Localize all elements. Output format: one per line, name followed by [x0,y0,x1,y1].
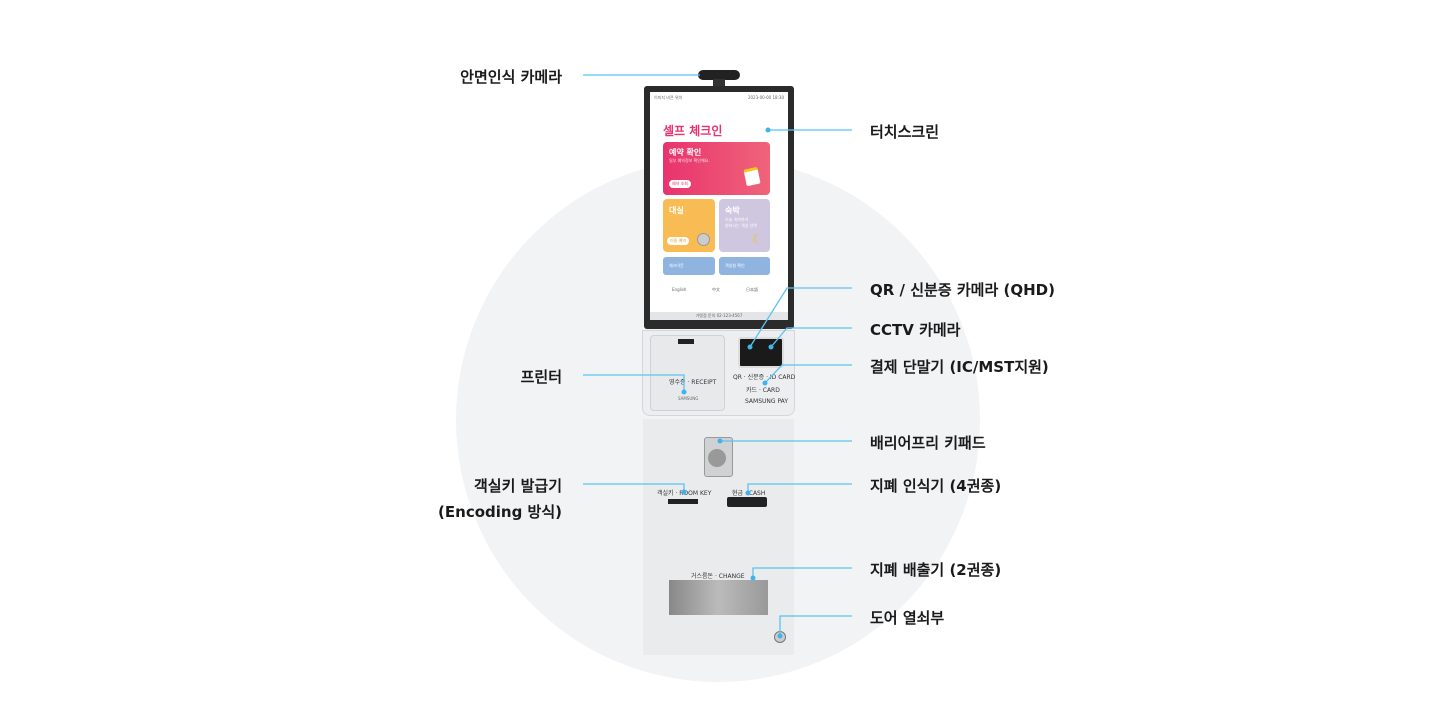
label-cctv: CCTV 카메라 [870,321,961,339]
cash-label: 현금 · CASH [732,490,766,497]
label-roomkey-method: (Encoding 방식) [438,503,562,521]
label-payment: 결제 단말기 (IC/MST지원) [870,358,1049,376]
qr-id-label: QR · 신분증 · ID CARD [733,374,796,381]
calendar-icon [743,166,761,187]
label-cash-in: 지폐 인식기 (4권종) [870,477,1002,495]
label-cash-out: 지폐 배출기 (2권종) [870,561,1002,579]
screen-footer: 가맹점 문의 02-123-4567 [650,312,788,320]
reservation-card[interactable]: 예약 확인 일부 예약정보 확인해요. 예약 조회 [663,142,770,195]
door-lock-icon [774,631,786,643]
label-roomkey: 객실키 발급기 [473,477,562,495]
stay-title: 숙박 [725,206,740,215]
printer-slot [678,339,694,344]
card-label: 카드 · CARD [746,387,780,394]
lang-japanese[interactable]: 日本語 [746,287,758,292]
dayuse-card[interactable]: 대실 이용 예약 [663,199,715,252]
dayuse-title: 대실 [669,206,684,215]
lang-chinese[interactable]: 中文 [712,287,720,292]
cash-slot [727,497,767,507]
printer-panel [650,335,725,411]
face-camera [698,70,740,80]
label-face-camera: 안면인식 카메라 [460,68,562,86]
samsung-pay-label: SAMSUNG PAY [745,398,788,405]
clock-icon [697,233,710,246]
label-printer: 프린터 [520,368,562,386]
label-door: 도어 열쇠부 [870,609,945,627]
label-keypad: 배리어프리 키패드 [870,434,986,452]
reservation-title: 예약 확인 [669,148,702,157]
status-left: 이미지 비콘 위치 [654,95,683,100]
receipt-label: 영수증 · RECEIPT [669,379,717,386]
status-right: 2023-00-00 18:30 [747,95,784,100]
printer-brand: SAMSUNG [678,396,699,401]
stay-desc: 오늘 숙박하기 원하시는 객실 선택 [725,217,757,228]
camera-window [738,337,784,368]
label-touchscreen: 터치스크린 [870,123,940,141]
room-check-button[interactable]: 객실청 확인 [719,257,770,275]
room-key-slot [668,499,698,504]
touchscreen[interactable]: 이미지 비콘 위치 2023-00-00 18:30 셀프 체크인 예약 확인 … [650,92,788,320]
label-qr-camera: QR / 신분증 카메라 (QHD) [870,281,1055,299]
room-key-label: 객실키 · ROOM KEY [657,490,712,497]
checkout-button[interactable]: 체크아웃 [663,257,715,275]
lang-english[interactable]: English [672,287,687,292]
keypad-dpad-icon [708,449,726,467]
dayuse-button[interactable]: 이용 예약 [667,237,689,245]
change-label: 거스름돈 · CHANGE [691,573,745,580]
change-tray [669,580,768,615]
stay-card[interactable]: 숙박 오늘 숙박하기 원하시는 객실 선택 ☾ [719,199,770,252]
moon-icon: ☾ [752,232,763,246]
screen-title: 셀프 체크인 [663,124,723,138]
reservation-button[interactable]: 예약 조회 [669,180,691,188]
camera-mount [713,79,725,86]
reservation-desc: 일부 예약정보 확인해요. [669,158,710,163]
